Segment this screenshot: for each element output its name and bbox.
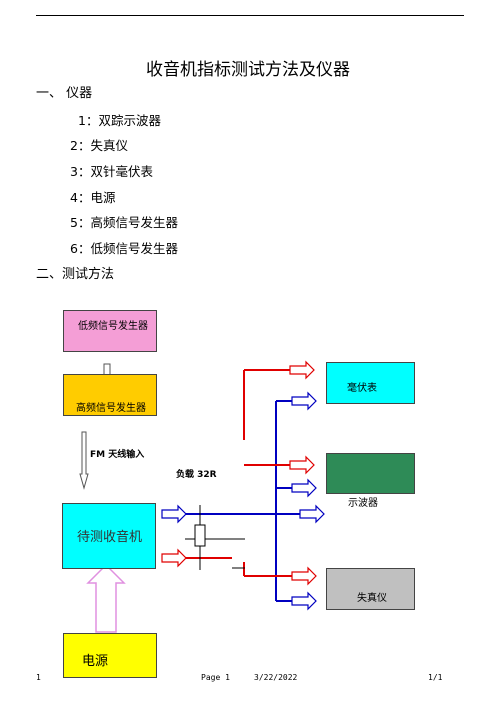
blue-wiring [185,400,300,602]
low-freq-generator-box: 低频信号发生器 [63,310,157,352]
power-arrow [86,563,126,633]
millivoltmeter-box: 毫伏表 [326,362,415,404]
high-freq-generator-label: 高频信号发生器 [76,403,146,414]
footer-left: 1 [36,673,41,682]
load-resistor [194,524,206,547]
oscilloscope-box [326,453,415,494]
instrument-item-5: 5：高频信号发生器 [70,215,178,230]
power-supply-label: 电源 [82,654,109,669]
power-supply-box: 电源 [63,633,157,678]
footer-date: 3/22/2022 [254,673,298,682]
instrument-item-2: 2：失真仪 [70,138,128,153]
load-label: 负载 32R [176,470,217,480]
instrument-item-6: 6：低频信号发生器 [70,241,178,256]
receiver-under-test-box: 待测收音机 [62,503,156,569]
red-block-arrows [161,360,317,586]
instrument-item-1: 1：双踪示波器 [78,113,161,128]
instrument-item-4: 4：电源 [70,190,116,205]
section2-heading: 二、测试方法 [36,267,115,282]
oscilloscope-label: 示波器 [348,498,378,509]
low-freq-generator-label: 低频信号发生器 [78,321,148,332]
receiver-under-test-label: 待测收音机 [77,530,143,545]
fm-input-label: FM 天线输入 [90,450,145,460]
millivoltmeter-label: 毫伏表 [347,383,377,394]
blue-block-arrows [161,391,325,611]
high-freq-generator-box: 高频信号发生器 [63,374,157,416]
page-title: 收音机指标测试方法及仪器 [146,60,350,80]
footer-right: 1/1 [428,673,443,682]
distortion-meter-label: 失真仪 [357,593,387,604]
section1-heading: 一、 仪器 [36,86,93,101]
footer-page: Page 1 [201,673,230,682]
fm-antenna-arrow [79,431,89,490]
distortion-meter-box: 失真仪 [326,568,415,610]
header-rule [36,15,464,16]
red-wiring [185,369,292,577]
instrument-item-3: 3：双针毫伏表 [70,164,153,179]
